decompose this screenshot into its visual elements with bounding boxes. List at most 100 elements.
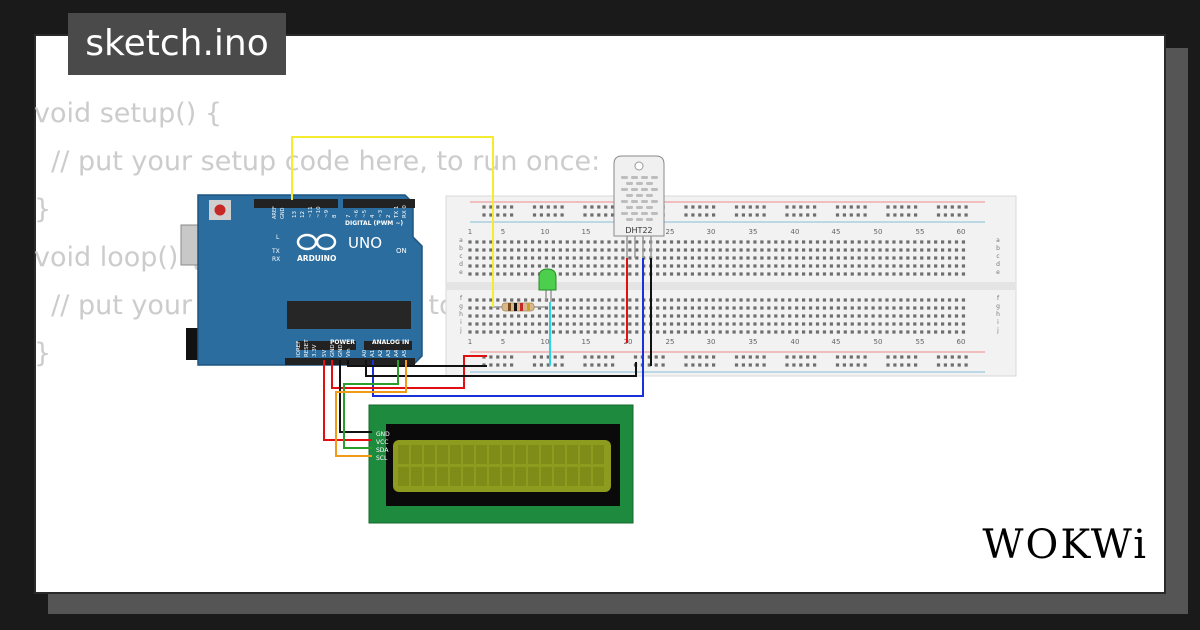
rail-hole[interactable] xyxy=(856,355,860,359)
breadboard-hole[interactable] xyxy=(920,298,924,302)
breadboard-hole[interactable] xyxy=(947,272,952,276)
breadboard-hole[interactable] xyxy=(489,314,493,318)
rail-hole[interactable] xyxy=(914,213,918,217)
breadboard-hole[interactable] xyxy=(593,330,597,334)
breadboard-hole[interactable] xyxy=(551,240,555,244)
breadboard-hole[interactable] xyxy=(718,322,722,326)
breadboard-hole[interactable] xyxy=(941,272,945,276)
breadboard-hole[interactable] xyxy=(767,240,771,244)
rail-hole[interactable] xyxy=(496,205,500,209)
breadboard-hole[interactable] xyxy=(934,248,938,252)
rail-hole[interactable] xyxy=(792,363,796,367)
rail-hole[interactable] xyxy=(560,363,564,367)
breadboard-hole[interactable] xyxy=(621,264,625,268)
breadboard-hole[interactable] xyxy=(878,248,882,252)
breadboard-hole[interactable] xyxy=(663,248,667,252)
breadboard-hole[interactable] xyxy=(941,298,945,302)
breadboard-hole[interactable] xyxy=(697,322,701,326)
breadboard-hole[interactable] xyxy=(468,248,472,252)
breadboard-hole[interactable] xyxy=(621,314,625,318)
breadboard-hole[interactable] xyxy=(711,256,715,260)
rail-hole[interactable] xyxy=(907,213,911,217)
breadboard-hole[interactable] xyxy=(857,248,861,252)
breadboard-hole[interactable] xyxy=(864,330,868,334)
breadboard-hole[interactable] xyxy=(565,330,569,334)
rail-hole[interactable] xyxy=(705,205,709,209)
rail-hole[interactable] xyxy=(863,363,867,367)
breadboard-hole[interactable] xyxy=(767,248,771,252)
breadboard-hole[interactable] xyxy=(871,256,875,260)
rail-hole[interactable] xyxy=(734,205,739,209)
rail-hole[interactable] xyxy=(813,363,817,367)
breadboard-hole[interactable] xyxy=(565,272,569,276)
breadboard-hole[interactable] xyxy=(871,272,875,276)
wire-black-power[interactable] xyxy=(347,360,487,367)
breadboard-hole[interactable] xyxy=(517,248,521,252)
breadboard-hole[interactable] xyxy=(864,248,868,252)
breadboard-hole[interactable] xyxy=(781,272,785,276)
rail-hole[interactable] xyxy=(842,363,846,367)
breadboard-hole[interactable] xyxy=(711,248,715,252)
breadboard-hole[interactable] xyxy=(607,256,611,260)
breadboard-hole[interactable] xyxy=(871,330,875,334)
breadboard-hole[interactable] xyxy=(788,240,792,244)
breadboard-hole[interactable] xyxy=(718,330,722,334)
breadboard-hole[interactable] xyxy=(697,306,701,310)
breadboard-hole[interactable] xyxy=(746,240,750,244)
rail-hole[interactable] xyxy=(806,213,810,217)
breadboard-hole[interactable] xyxy=(802,240,806,244)
breadboard-hole[interactable] xyxy=(475,248,479,252)
breadboard-hole[interactable] xyxy=(482,322,486,326)
breadboard-hole[interactable] xyxy=(704,256,708,260)
rail-hole[interactable] xyxy=(886,363,890,367)
breadboard-hole[interactable] xyxy=(496,248,500,252)
breadboard-hole[interactable] xyxy=(802,330,806,334)
breadboard-hole[interactable] xyxy=(864,314,868,318)
breadboard-hole[interactable] xyxy=(781,314,785,318)
breadboard-hole[interactable] xyxy=(913,298,917,302)
breadboard-hole[interactable] xyxy=(503,330,507,334)
breadboard-hole[interactable] xyxy=(732,248,736,252)
breadboard-hole[interactable] xyxy=(857,264,861,268)
breadboard-hole[interactable] xyxy=(656,314,660,318)
rail-hole[interactable] xyxy=(546,355,550,359)
breadboard-hole[interactable] xyxy=(475,322,479,326)
breadboard-hole[interactable] xyxy=(489,248,493,252)
breadboard-hole[interactable] xyxy=(947,330,952,334)
breadboard-hole[interactable] xyxy=(628,264,632,268)
rail-hole[interactable] xyxy=(785,213,789,217)
breadboard-hole[interactable] xyxy=(496,240,500,244)
rail-hole[interactable] xyxy=(950,363,954,367)
rail-hole[interactable] xyxy=(914,363,918,367)
breadboard-hole[interactable] xyxy=(690,306,694,310)
breadboard-hole[interactable] xyxy=(843,322,847,326)
breadboard-hole[interactable] xyxy=(482,256,486,260)
breadboard-hole[interactable] xyxy=(489,256,493,260)
breadboard-hole[interactable] xyxy=(871,298,875,302)
breadboard-hole[interactable] xyxy=(892,306,896,310)
breadboard-hole[interactable] xyxy=(558,264,562,268)
breadboard-hole[interactable] xyxy=(961,314,966,318)
breadboard-hole[interactable] xyxy=(822,298,827,302)
rail-hole[interactable] xyxy=(842,205,846,209)
breadboard-hole[interactable] xyxy=(739,256,743,260)
rail-hole[interactable] xyxy=(546,213,550,217)
breadboard-hole[interactable] xyxy=(704,248,708,252)
breadboard-hole[interactable] xyxy=(732,298,736,302)
breadboard-hole[interactable] xyxy=(697,298,701,302)
breadboard-hole[interactable] xyxy=(808,240,813,244)
breadboard-hole[interactable] xyxy=(628,248,632,252)
breadboard-hole[interactable] xyxy=(496,322,500,326)
breadboard-hole[interactable] xyxy=(753,314,757,318)
breadboard-hole[interactable] xyxy=(760,240,764,244)
breadboard-hole[interactable] xyxy=(669,330,674,334)
breadboard-hole[interactable] xyxy=(850,240,854,244)
breadboard-hole[interactable] xyxy=(892,264,896,268)
rail-hole[interactable] xyxy=(611,355,615,359)
breadboard-hole[interactable] xyxy=(614,306,618,310)
breadboard-hole[interactable] xyxy=(795,298,799,302)
rail-hole[interactable] xyxy=(842,355,846,359)
rail-hole[interactable] xyxy=(604,205,608,209)
breadboard-hole[interactable] xyxy=(690,240,694,244)
breadboard-hole[interactable] xyxy=(961,240,966,244)
